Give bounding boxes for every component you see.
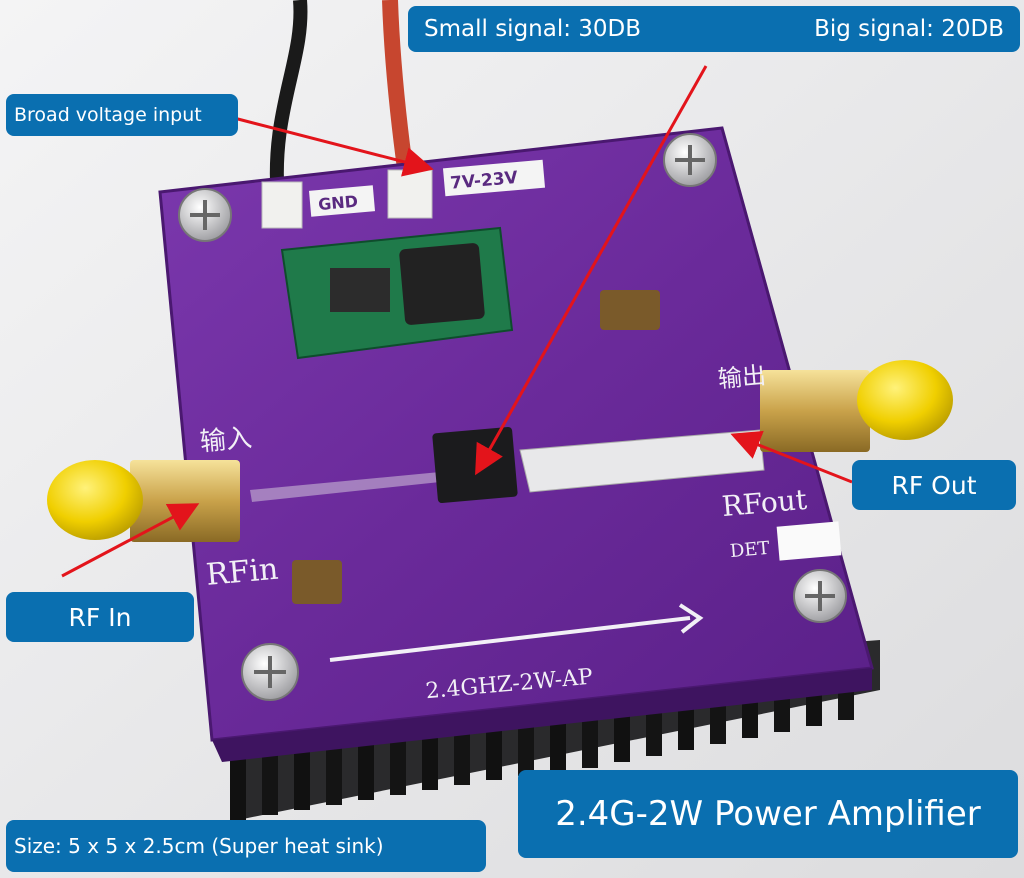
product-title-callout: 2.4G-2W Power Amplifier bbox=[518, 770, 1018, 858]
rfin-label: RFin bbox=[205, 552, 280, 593]
signal-gain-callout: Small signal: 30DB Big signal: 20DB bbox=[408, 6, 1020, 52]
buck-converter-module bbox=[280, 226, 514, 360]
rfout-label: RFout bbox=[721, 483, 809, 523]
voltage-input-callout: Broad voltage input bbox=[6, 94, 238, 136]
input-cn-label: 输入 bbox=[199, 423, 253, 457]
voltage-input-label: Broad voltage input bbox=[14, 104, 202, 126]
power-connectors bbox=[261, 169, 433, 229]
rf-out-arrow bbox=[730, 430, 853, 484]
small-signal-label: Small signal: 30DB bbox=[424, 16, 642, 42]
sma-connector-in bbox=[47, 460, 240, 542]
det-label: DET bbox=[729, 538, 770, 562]
rf-out-callout: RF Out bbox=[852, 460, 1016, 510]
rf-in-callout: RF In bbox=[6, 592, 194, 642]
size-callout: Size: 5 x 5 x 2.5cm (Super heat sink) bbox=[6, 820, 486, 872]
rf-in-arrow bbox=[61, 503, 200, 578]
sma-connector-out bbox=[760, 360, 953, 452]
mounting-screws bbox=[178, 133, 847, 701]
rf-in-label: RF In bbox=[68, 602, 132, 632]
amplifier-chip bbox=[432, 426, 518, 504]
voltage-arrow bbox=[233, 116, 434, 177]
pcb-edge bbox=[212, 668, 872, 762]
det-pad bbox=[776, 521, 842, 561]
product-title: 2.4G-2W Power Amplifier bbox=[555, 794, 981, 834]
gnd-label: GND bbox=[317, 192, 358, 214]
signal-arrow bbox=[475, 65, 708, 476]
annotation-arrows bbox=[61, 65, 853, 578]
size-label: Size: 5 x 5 x 2.5cm (Super heat sink) bbox=[14, 834, 384, 858]
big-signal-label: Big signal: 20DB bbox=[814, 16, 1004, 42]
output-cn-label: 输出 bbox=[717, 361, 767, 393]
rf-out-label: RF Out bbox=[891, 470, 977, 500]
